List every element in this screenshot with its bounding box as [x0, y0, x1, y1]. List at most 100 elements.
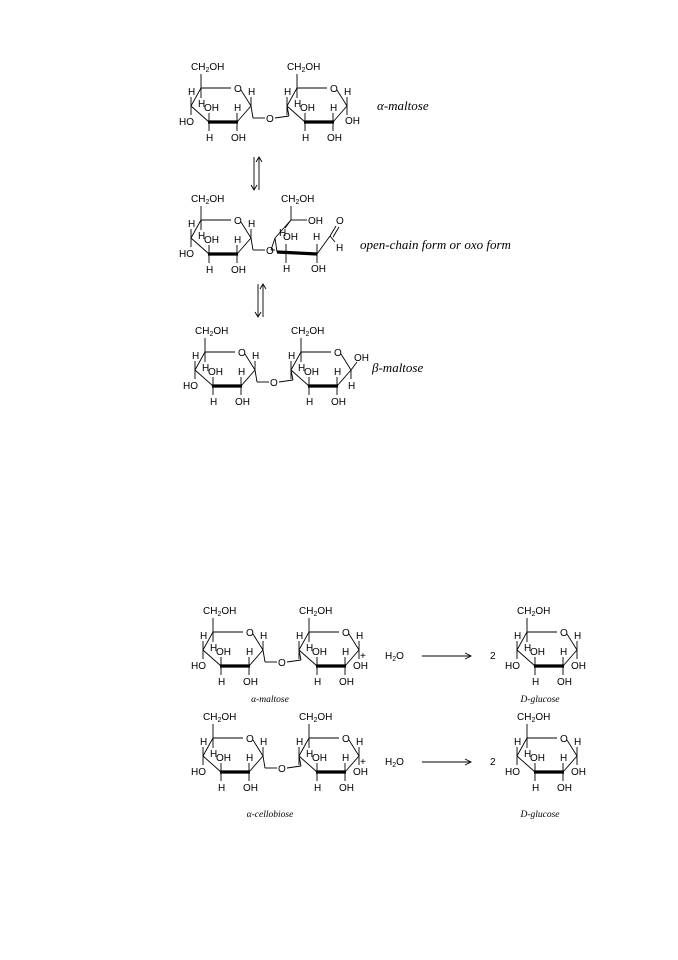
ring-oxygen-label: O [560, 628, 568, 639]
h-label: H [302, 133, 309, 144]
oh-label: OH [312, 647, 327, 658]
oh-label: OH [300, 103, 315, 114]
glycosidic-bond [274, 115, 290, 119]
reaction-2-plus-sign: + [360, 757, 366, 768]
ring-bond [286, 87, 298, 107]
h-label: H [560, 647, 567, 658]
ring-bond [240, 369, 256, 387]
chain-bond [274, 237, 278, 253]
h-label: H [313, 232, 320, 243]
ring-bond [190, 237, 210, 255]
oh-label: OH [339, 677, 354, 688]
glycosidic-bond [250, 237, 254, 251]
ring-oxygen-label: O [560, 734, 568, 745]
h-label: H [248, 219, 255, 230]
ho-label: HO [505, 661, 520, 672]
oh-label: OH [530, 753, 545, 764]
ring-bond [298, 649, 318, 667]
ring-bond [252, 739, 264, 757]
oh-label: OH [353, 767, 368, 778]
h-label: H [188, 219, 195, 230]
oh-label: OH [231, 133, 246, 144]
ring-bond [202, 737, 214, 757]
ring-bond [240, 89, 252, 107]
oh-label: OH [308, 216, 323, 227]
ring-oxygen-label: O [342, 734, 350, 745]
glycosidic-bond [286, 659, 302, 663]
arrow-head [250, 184, 258, 191]
h-label: H [246, 647, 253, 658]
h-label: H [314, 783, 321, 794]
oh-label: OH [311, 264, 326, 275]
ring-bond [290, 369, 310, 387]
ring-bond [516, 631, 528, 651]
chain-bond [316, 235, 331, 255]
h-label: H [344, 87, 351, 98]
ch2oh-label: CH2OH [203, 606, 236, 618]
h-label: H [284, 87, 291, 98]
oh-label: OH [235, 397, 250, 408]
h-label: H [210, 749, 217, 760]
h-label: H [288, 351, 295, 362]
ring-bond [190, 87, 202, 107]
ring-bond [348, 739, 360, 757]
h-label: H [306, 397, 313, 408]
h-label: H [348, 381, 355, 392]
glycosidic-oxygen-label: O [266, 246, 274, 257]
h-label: H [210, 643, 217, 654]
ring-oxygen-label: O [342, 628, 350, 639]
h-label: H [574, 737, 581, 748]
h-label: H [296, 737, 303, 748]
ch2oh-label: CH2OH [191, 194, 224, 206]
ch2oh-label: CH2OH [299, 712, 332, 724]
oh-label: OH [557, 783, 572, 794]
ring-bond [566, 633, 578, 651]
ring-oxygen-label: O [234, 216, 242, 227]
oh-label: OH [204, 103, 219, 114]
ring-bond [566, 739, 578, 757]
oh-label: OH [312, 753, 327, 764]
arrow-head [255, 156, 263, 163]
oh-label: OH [304, 367, 319, 378]
ring-bond [202, 631, 214, 651]
h-label: H [218, 677, 225, 688]
arrow-head [254, 311, 262, 318]
h-label: H [234, 235, 241, 246]
h-label: H [279, 228, 286, 239]
h-label: H [210, 397, 217, 408]
ring-bond [248, 755, 264, 773]
ho-label: HO [183, 381, 198, 392]
ring-oxygen-label: O [238, 348, 246, 359]
h-label: H [202, 363, 209, 374]
chain-bond [270, 237, 276, 251]
beta-maltose-glycosidic-link: O [254, 369, 294, 389]
oh-label: OH [571, 767, 586, 778]
reaction-2-reaction-arrow [422, 758, 473, 766]
h-label: H [283, 264, 290, 275]
ch2oh-label: CH2OH [191, 62, 224, 74]
ring-bond [516, 737, 528, 757]
oh-label: OH [571, 661, 586, 672]
h-label: H [296, 631, 303, 642]
glycosidic-bond [278, 379, 294, 383]
ch2oh-label: CH2OH [195, 326, 228, 338]
ring-bond [344, 755, 360, 773]
oh-label: OH [204, 235, 219, 246]
oh-label: OH [557, 677, 572, 688]
h-label: H [574, 631, 581, 642]
arrow-head [259, 283, 267, 290]
ho-label: HO [505, 767, 520, 778]
h-label: H [532, 677, 539, 688]
equilibrium-arrows-2 [254, 283, 267, 318]
h-label: H [248, 87, 255, 98]
ring-oxygen-label: O [334, 348, 342, 359]
reaction-1-product-caption: D-glucose [519, 695, 559, 705]
ring-bond [236, 237, 252, 255]
ring-oxygen-label: O [246, 628, 254, 639]
